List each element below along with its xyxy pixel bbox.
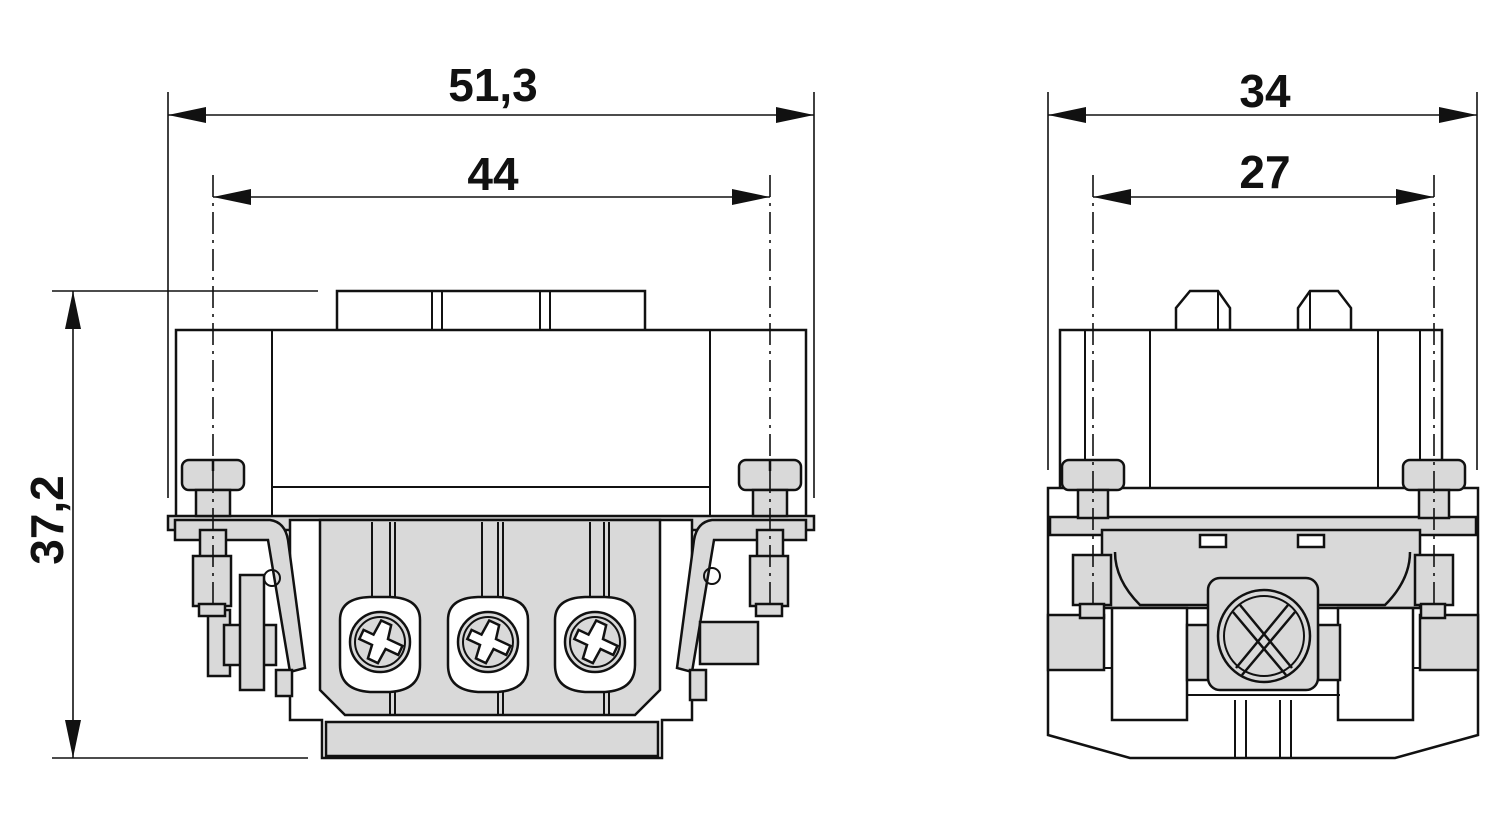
dim-label-side-overall-width: 34 (1239, 65, 1291, 117)
dim-label-front-mounting-pitch: 44 (467, 148, 519, 200)
front-terminal-screw-1 (338, 595, 422, 694)
front-terminal-screw-2 (446, 595, 530, 694)
front-top-tab (335, 289, 647, 333)
side-right-mounting-screw (1401, 458, 1467, 620)
front-housing-body (174, 328, 808, 522)
dim-label-side-mounting-pitch: 27 (1239, 146, 1290, 198)
dimension-annotations: 51,3 44 34 27 37,2 (21, 59, 1478, 759)
front-terminal-screw-3 (553, 595, 637, 694)
side-centre-screw (1206, 576, 1320, 692)
dim-label-height: 37,2 (21, 475, 73, 565)
front-view (166, 175, 816, 760)
dim-label-front-overall-width: 51,3 (448, 59, 538, 111)
side-top-tab-right (1296, 289, 1353, 332)
front-left-locking-lever (173, 518, 307, 698)
side-top-tab-left (1174, 289, 1232, 332)
front-right-locking-lever (675, 518, 808, 702)
side-view (1046, 175, 1480, 760)
